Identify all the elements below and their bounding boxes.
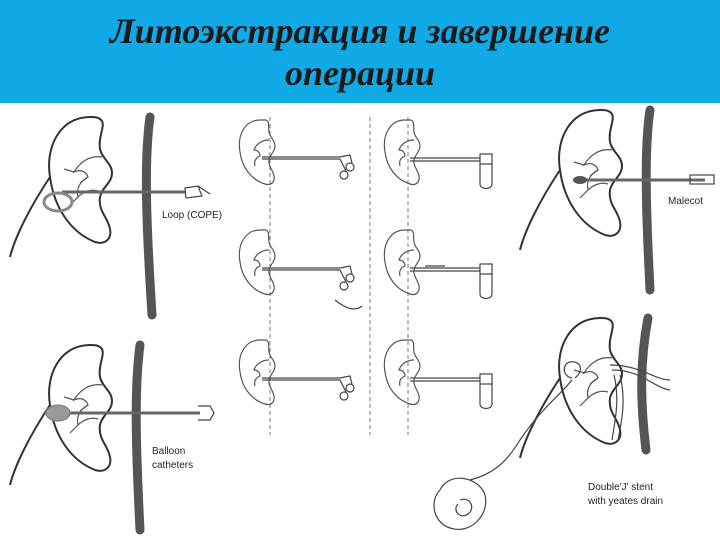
- diagram-scope-column: [369, 117, 493, 435]
- label-malecot: Malecot: [668, 196, 703, 207]
- diagram-double-j-stent: Double'J' stent with yeates drain: [433, 313, 671, 530]
- label-balloon-2: catheters: [152, 460, 193, 471]
- diagram-forceps-column: [238, 117, 363, 435]
- illustration: Loop (COPE) Balloon catheters: [9, 105, 715, 535]
- label-balloon-1: Balloon: [152, 446, 185, 457]
- label-stent-1: Double'J' stent: [588, 482, 653, 493]
- label-stent-2: with yeates drain: [587, 496, 663, 507]
- diagram-loop-cope: Loop (COPE): [9, 112, 222, 320]
- title-bar: Литоэкстракция и завершение операции: [0, 0, 720, 103]
- diagram-malecot: Malecot: [519, 105, 715, 295]
- slide-title: Литоэкстракция и завершение операции: [109, 10, 611, 93]
- diagram-balloon-catheters: Balloon catheters: [9, 340, 215, 535]
- label-loop: Loop (COPE): [162, 210, 222, 221]
